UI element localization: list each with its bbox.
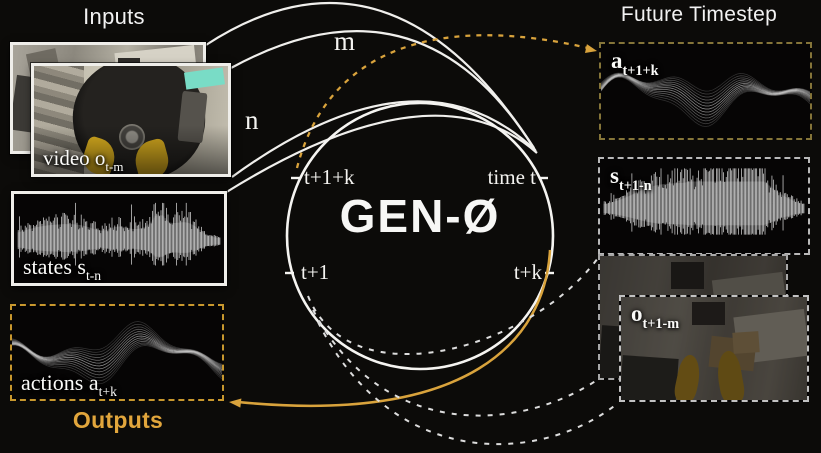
video-frame-front-image <box>34 66 228 174</box>
arrowhead-future-actions <box>585 44 597 53</box>
states-label-sub: t-n <box>85 268 102 284</box>
future-observation-label: ot+1-m <box>631 301 679 331</box>
arrow-future-actions <box>295 34 597 169</box>
future-states-label-sub: t+1-n <box>618 177 652 194</box>
future-observation-label-sub: t+1-m <box>642 315 680 332</box>
future-observation-label-base: o <box>631 301 643 326</box>
states-panel: states st-n <box>11 191 227 286</box>
future-actions-panel: at+1+k <box>599 42 812 140</box>
future-observation-front-image <box>621 297 807 400</box>
video-frame-front: video ot-m <box>31 63 231 177</box>
tick-label-time-t: time t <box>487 165 536 189</box>
context-arcs-m <box>205 2 536 151</box>
tick-label-t+1: t+1 <box>301 260 330 284</box>
tick-label-t+k: t+k <box>513 260 542 284</box>
future-states-label: st+1-n <box>610 163 652 193</box>
prediction-arcs <box>307 257 619 446</box>
span-label-n: n <box>245 105 259 135</box>
model-name: GEN-Ø <box>339 190 501 242</box>
future-actions-waveform <box>601 72 810 127</box>
states-label: states st-n <box>23 254 102 284</box>
future-actions-label-sub: t+1+k <box>622 62 659 79</box>
arrowhead-to-outputs <box>229 398 242 408</box>
future-states-panel: st+1-n <box>598 157 810 255</box>
actions-label-sub: t+k <box>98 384 117 400</box>
timeline-circle <box>285 101 555 371</box>
states-label-base: states s <box>23 254 86 279</box>
tick-label-t+1+k: t+1+k <box>304 165 355 189</box>
future-actions-label: at+1+k <box>611 48 659 78</box>
future-actions-label-base: a <box>611 48 623 73</box>
arrow-to-outputs <box>229 249 552 408</box>
outputs-title: Outputs <box>72 407 164 433</box>
actions-label: actions at+k <box>21 370 117 400</box>
context-arcs-n <box>224 100 538 194</box>
video-label: video ot-m <box>43 146 124 175</box>
actions-label-base: actions a <box>21 370 99 395</box>
states-waveform <box>17 202 221 266</box>
future-timestep-title: Future Timestep <box>620 3 778 26</box>
future-states-label-base: s <box>610 163 619 188</box>
video-label-sub: t-m <box>105 159 124 175</box>
inputs-title: Inputs <box>83 4 145 29</box>
span-label-m: m <box>334 26 356 56</box>
future-observation-frame-front: ot+1-m <box>619 295 809 402</box>
actions-waveform <box>12 321 222 385</box>
future-states-waveform <box>603 168 805 235</box>
actions-panel: actions at+k <box>10 304 224 401</box>
video-label-base: video o <box>43 146 106 170</box>
